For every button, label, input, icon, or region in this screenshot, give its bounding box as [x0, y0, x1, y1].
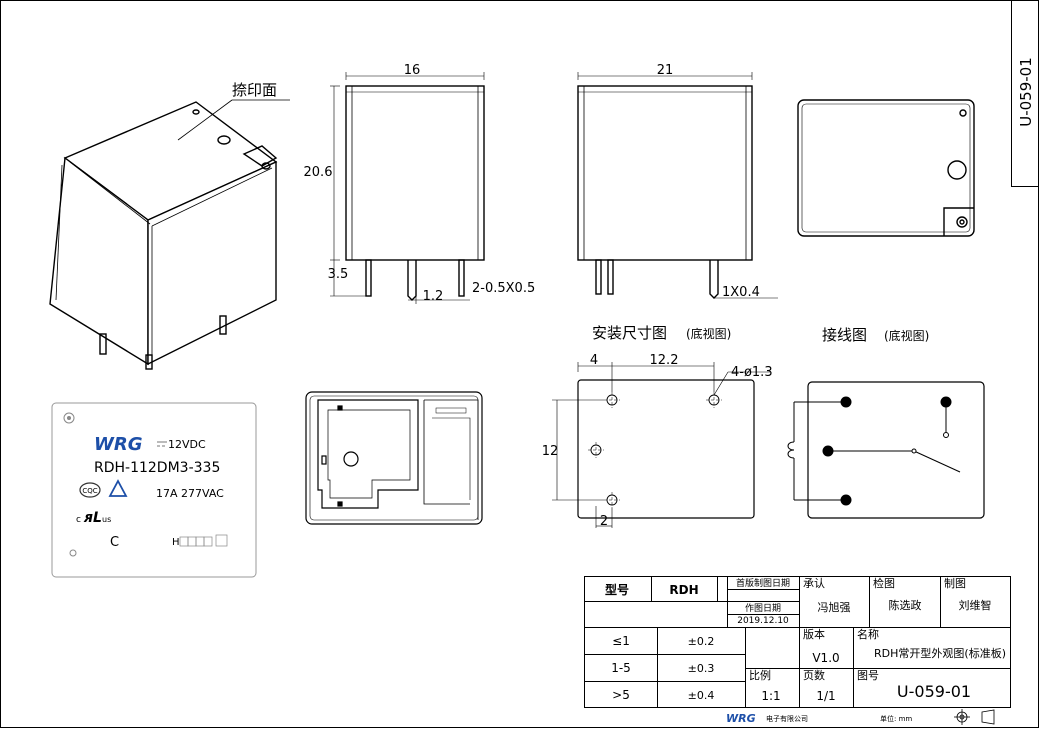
wiring-subtitle: (底视图): [884, 328, 929, 343]
side-width-dim: 21: [657, 63, 674, 78]
tb-drafter: 刘维智: [959, 598, 992, 612]
tb-draw-date: 2019.12.10: [737, 616, 789, 626]
pin-length-dim: 3.5: [328, 267, 349, 282]
mount-holes-dim: 4-ø1.3: [731, 365, 773, 380]
tb-name-value: RDH常开型外观图(标准板): [874, 646, 1006, 660]
footer-logo: WRG: [726, 712, 756, 725]
tb-tol-value-3: ±0.4: [688, 689, 715, 702]
rating: 17A 277VAC: [156, 487, 224, 500]
svg-text:CQC: CQC: [82, 487, 97, 495]
pin-pitch-dim: 1.2: [423, 289, 444, 304]
tb-drawing-no: U-059-01: [897, 682, 971, 701]
tb-draw-date-label: 作图日期: [745, 602, 781, 614]
relay-3d-view: [49, 99, 278, 370]
footer-company: 电子有限公司: [766, 714, 808, 723]
svg-text:ᴙL: ᴙL: [83, 510, 102, 526]
tb-draft-label: 制图: [944, 577, 966, 590]
cqc-mark-icon: CQC: [79, 482, 101, 498]
tb-approve-label: 承认: [803, 577, 825, 590]
tb-version: V1.0: [812, 651, 839, 665]
tb-tol-value-1: ±0.2: [688, 635, 715, 648]
svg-text:us: us: [102, 515, 111, 524]
tb-check-label: 检图: [873, 576, 895, 590]
tb-tol-range-1: ≤1: [612, 634, 630, 648]
tb-checker: 陈选政: [889, 598, 922, 612]
mount-left-dim: 4: [590, 353, 598, 368]
side-drawing-id: U-059-01: [1017, 57, 1035, 127]
cqc-triangle-icon: [108, 479, 128, 497]
tb-version-label: 版本: [803, 627, 825, 641]
tb-tol-range-3: >5: [612, 688, 630, 702]
svg-text:c: c: [76, 515, 81, 525]
projection-symbol-icon: [954, 709, 995, 725]
mount-vertical-dim: 12: [542, 444, 559, 459]
front-width-dim: 16: [404, 63, 421, 78]
date-code: H: [172, 537, 180, 548]
callout-print-face: 捺印面: [232, 81, 277, 99]
title-block: [584, 576, 1011, 708]
pin-size-dim: 2-0.5X0.5: [472, 281, 535, 296]
side-view: [577, 72, 778, 299]
model-number: RDH-112DM3-335: [94, 460, 220, 476]
bottom-structure-view: [305, 391, 483, 525]
front-height-dim: 20.6: [304, 165, 333, 180]
side-pin-size-dim: 1X0.4: [722, 285, 760, 300]
tb-tol-range-2: 1-5: [611, 661, 631, 675]
mount-title: 安装尺寸图: [592, 324, 667, 342]
mount-pitch-dim: 12.2: [650, 353, 679, 368]
tb-first-date-label: 首版制图日期: [736, 577, 790, 589]
tb-scale: 1:1: [761, 689, 780, 703]
dc-symbol-icon: [157, 441, 167, 447]
tb-tol-value-2: ±0.3: [688, 662, 715, 675]
tb-name-label: 名称: [857, 627, 879, 641]
tb-scale-label: 比例: [749, 668, 771, 682]
front-view: [330, 72, 485, 304]
wiring-diagram: [787, 381, 985, 519]
switch-contact-icon: [913, 450, 961, 473]
coil-icon: [787, 441, 795, 459]
tb-model-label: 型号: [605, 582, 629, 597]
footer-unit: 单位: mm: [880, 714, 912, 723]
date-code-boxes: [179, 534, 228, 547]
tb-model-value: RDH: [669, 583, 698, 597]
mount-view: [552, 362, 770, 528]
top-view: [797, 99, 975, 237]
tb-pages: 1/1: [816, 689, 835, 703]
mount-bottom-dim: 2: [600, 514, 608, 529]
label-logo: WRG: [94, 434, 143, 455]
tb-pages-label: 页数: [803, 669, 825, 682]
tb-approver: 冯旭强: [818, 600, 851, 614]
label-view: WRG 12VDC RDH-112DM3-335 CQC 17A 277VAC …: [51, 402, 257, 578]
coil-voltage: 12VDC: [168, 438, 206, 451]
ul-mark-icon: c ᴙL us: [76, 510, 111, 526]
wiring-title: 接线图: [822, 326, 867, 344]
mount-subtitle: (底视图): [686, 326, 731, 341]
form-letter: C: [110, 535, 119, 550]
tb-drawing-no-label: 图号: [857, 669, 879, 682]
